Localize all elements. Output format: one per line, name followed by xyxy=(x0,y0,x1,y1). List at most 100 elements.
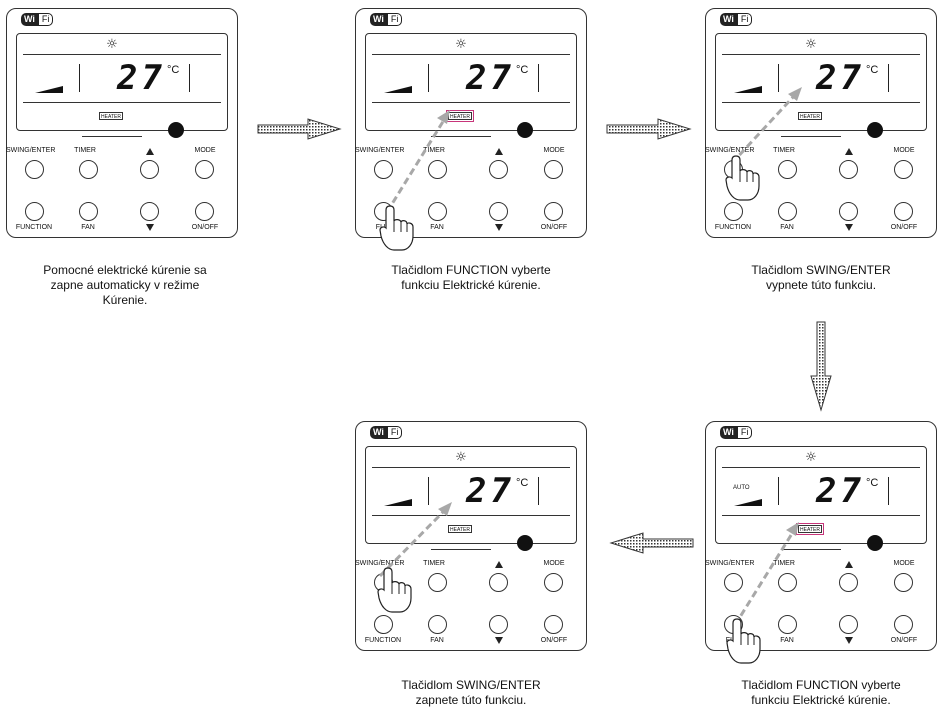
up-button[interactable] xyxy=(140,160,159,179)
mode-button[interactable] xyxy=(894,160,913,179)
lcd-divider xyxy=(23,102,221,103)
function-label: FUNCTION xyxy=(364,637,402,644)
onoff-button[interactable] xyxy=(195,202,214,221)
mode-label: MODE xyxy=(543,560,565,567)
down-button[interactable] xyxy=(839,202,858,221)
fan-speed-icon xyxy=(35,86,63,93)
caption-step-1: Pomocné elektrické kúrenie sa zapne auto… xyxy=(10,263,240,308)
function-label: FUNCTION xyxy=(15,224,53,231)
up-button[interactable] xyxy=(489,573,508,592)
up-button[interactable] xyxy=(489,160,508,179)
down-arrow-icon xyxy=(845,224,853,231)
swing-enter-button[interactable] xyxy=(374,160,393,179)
lcd-divider xyxy=(722,54,920,55)
fan-speed-icon xyxy=(384,86,412,93)
flow-arrow-right xyxy=(606,118,692,140)
fan-label: FAN xyxy=(430,224,444,231)
lcd-divider xyxy=(372,515,570,516)
wifi-wi: Wi xyxy=(720,13,737,26)
mode-label: MODE xyxy=(194,147,216,154)
temperature-display: 27 xyxy=(466,58,515,98)
lcd-divider xyxy=(722,515,920,516)
fan-label: FAN xyxy=(780,224,794,231)
onoff-label: ON/OFF xyxy=(540,224,568,231)
mode-button[interactable] xyxy=(195,160,214,179)
sensor-dot xyxy=(517,535,533,551)
up-arrow-icon xyxy=(495,561,503,568)
temperature-unit: °C xyxy=(167,64,180,76)
timer-button[interactable] xyxy=(428,160,447,179)
fan-button[interactable] xyxy=(778,202,797,221)
onoff-button[interactable] xyxy=(894,202,913,221)
wifi-fi: Fi xyxy=(37,13,54,26)
swing-enter-button[interactable] xyxy=(724,573,743,592)
sun-icon: ☼ xyxy=(805,450,817,465)
wifi-fi: Fi xyxy=(736,13,753,26)
onoff-button[interactable] xyxy=(544,615,563,634)
down-button[interactable] xyxy=(839,615,858,634)
fan-button[interactable] xyxy=(79,202,98,221)
lcd-separator xyxy=(778,64,779,92)
swing-enter-button[interactable] xyxy=(724,160,743,179)
mode-label: MODE xyxy=(543,147,565,154)
function-button[interactable] xyxy=(724,202,743,221)
function-button[interactable] xyxy=(374,615,393,634)
caption-step-5: Tlačidlom SWING/ENTER zapnete túto funkc… xyxy=(355,678,587,708)
onoff-button[interactable] xyxy=(544,202,563,221)
timer-button[interactable] xyxy=(428,573,447,592)
swing-enter-button[interactable] xyxy=(25,160,44,179)
onoff-button[interactable] xyxy=(894,615,913,634)
wifi-wi: Wi xyxy=(370,13,387,26)
swing-enter-label: SWING/ENTER xyxy=(355,560,405,567)
wifi-fi: Fi xyxy=(386,13,403,26)
down-button[interactable] xyxy=(489,202,508,221)
lcd-separator xyxy=(888,64,889,92)
mode-button[interactable] xyxy=(544,160,563,179)
up-arrow-icon xyxy=(845,148,853,155)
timer-button[interactable] xyxy=(778,573,797,592)
down-button[interactable] xyxy=(489,615,508,634)
fan-button[interactable] xyxy=(778,615,797,634)
mode-button[interactable] xyxy=(894,573,913,592)
swing-enter-button[interactable] xyxy=(374,573,393,592)
caption-line: funkciu Elektrické kúrenie. xyxy=(401,278,541,292)
flow-arrow-right xyxy=(257,118,342,140)
function-button[interactable] xyxy=(25,202,44,221)
sun-icon: ☼ xyxy=(106,37,118,52)
wifi-fi: Fi xyxy=(736,426,753,439)
function-button[interactable] xyxy=(724,615,743,634)
wifi-wi: Wi xyxy=(21,13,38,26)
fan-button[interactable] xyxy=(428,615,447,634)
flow-arrow-down xyxy=(810,321,832,412)
up-button[interactable] xyxy=(839,160,858,179)
screen-rule xyxy=(431,549,491,550)
timer-button[interactable] xyxy=(79,160,98,179)
lcd-divider xyxy=(372,54,570,55)
screen-rule xyxy=(781,549,841,550)
caption-line: Tlačidlom FUNCTION vyberte xyxy=(391,263,551,277)
fan-label: FAN xyxy=(430,637,444,644)
lcd-separator xyxy=(538,64,539,92)
fan-label: FAN xyxy=(780,637,794,644)
lcd-separator xyxy=(428,477,429,505)
up-button[interactable] xyxy=(839,573,858,592)
caption-line: Pomocné elektrické kúrenie sa xyxy=(43,263,207,277)
down-arrow-icon xyxy=(845,637,853,644)
fan-button[interactable] xyxy=(428,202,447,221)
onoff-label: ON/OFF xyxy=(890,637,918,644)
onoff-label: ON/OFF xyxy=(540,637,568,644)
caption-line: Tlačidlom FUNCTION vyberte xyxy=(741,678,901,692)
function-label: FUN xyxy=(375,224,391,231)
function-button[interactable] xyxy=(374,202,393,221)
lcd-screen: ☼ 27 °C HEATER xyxy=(16,33,228,131)
fan-speed-icon xyxy=(734,499,762,506)
timer-button[interactable] xyxy=(778,160,797,179)
mode-button[interactable] xyxy=(544,573,563,592)
up-arrow-icon xyxy=(146,148,154,155)
down-button[interactable] xyxy=(140,202,159,221)
